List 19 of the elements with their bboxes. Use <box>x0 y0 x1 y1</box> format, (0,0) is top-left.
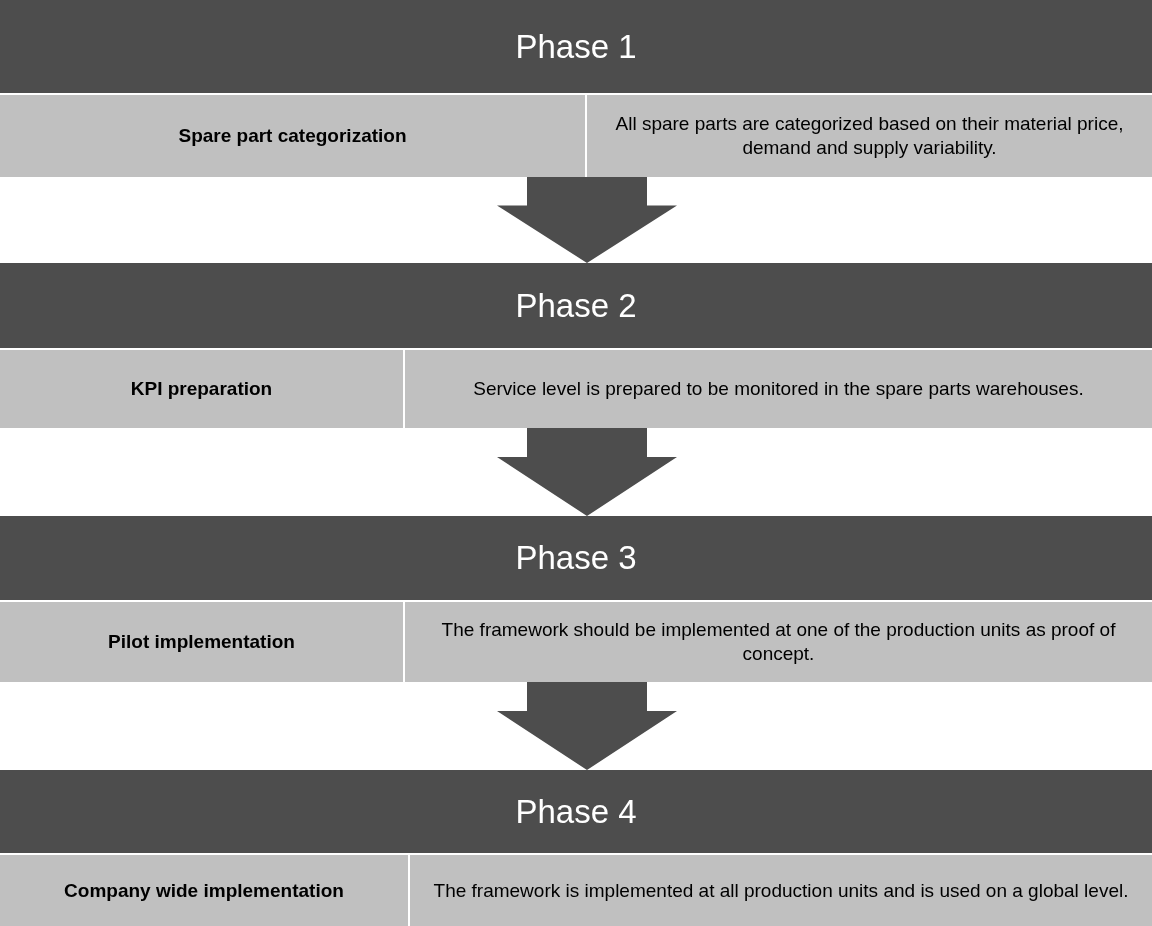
phase-block <box>0 0 1152 177</box>
step-name-cell: Company wide implementation <box>0 855 410 926</box>
step-name-cell: Pilot implementation <box>0 602 405 682</box>
step-description-cell: The framework is implemented at all production units and is used on a global level. <box>410 855 1152 926</box>
block-arrow <box>497 682 677 770</box>
phase-heading: Phase 3 <box>515 538 637 579</box>
phase-block <box>0 516 1152 682</box>
phase-heading: Phase 2 <box>515 285 637 326</box>
step-description-cell: The framework should be implemented at one of the production units as proof of concept. <box>405 602 1152 682</box>
step-description-cell: Service level is prepared to be monitored in the spare parts warehouses. <box>405 350 1152 428</box>
block-arrow <box>497 177 677 263</box>
block-arrow <box>497 428 677 516</box>
step-name-cell: Spare part categorization <box>0 95 587 177</box>
phase-block <box>0 263 1152 428</box>
step-description-cell: All spare parts are categorized based on their material price, demand and supply variability. <box>587 95 1152 177</box>
step-name-cell: KPI preparation <box>0 350 405 428</box>
phase-heading: Phase 4 <box>515 791 637 832</box>
phase-heading: Phase 1 <box>515 26 637 67</box>
phase-block <box>0 770 1152 926</box>
